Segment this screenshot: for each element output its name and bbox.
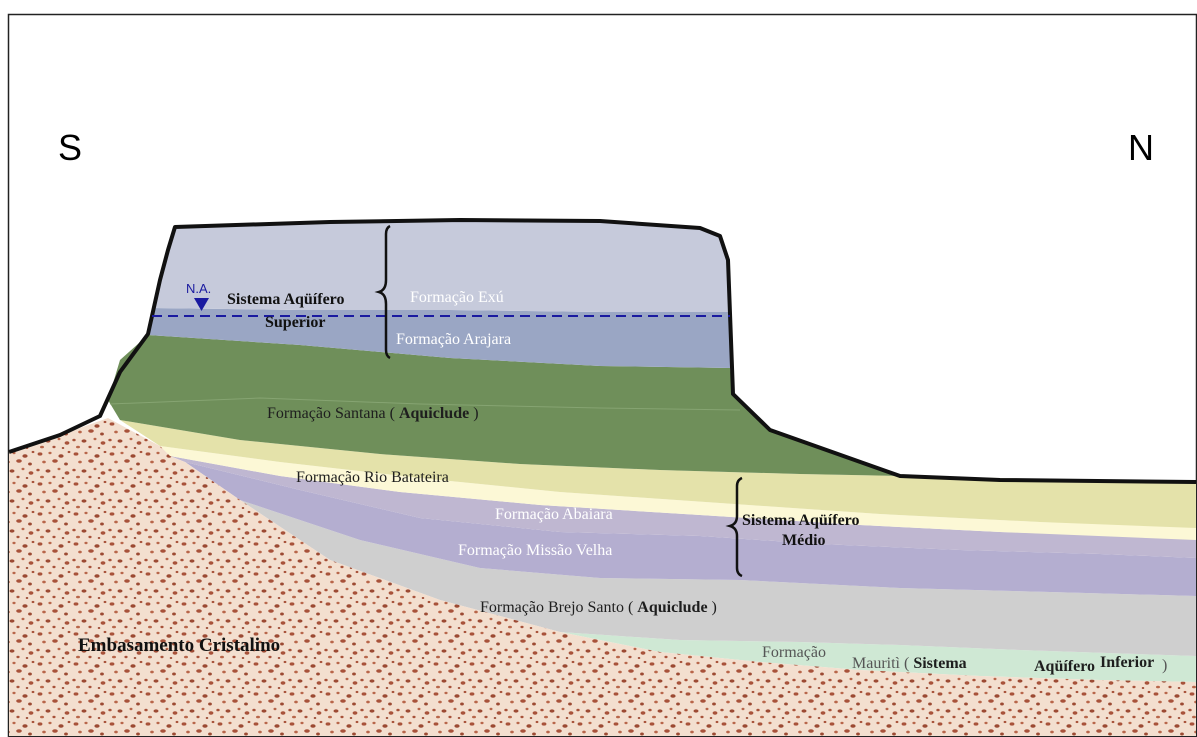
north-label: N — [1128, 127, 1154, 168]
medio-aquifer-line1: Sistema Aqüífero — [742, 512, 859, 529]
formation-santana-label: Formação Santana ( Aquiclude ) — [267, 405, 479, 422]
brejo-santo-name: Formação Brejo Santo ( — [480, 599, 633, 616]
superior-aquifer-line2: Superior — [265, 314, 325, 331]
brejo-santo-close: ) — [712, 599, 717, 616]
south-label: S — [58, 127, 82, 168]
formation-arajara-label: Formação Arajara — [396, 331, 511, 348]
mauriti-close: ) — [1162, 657, 1167, 674]
formation-mauriti-word1: Formação — [762, 644, 826, 661]
mauriti-note1: Sistema — [913, 655, 966, 672]
formation-missao-velha-label: Formação Missão Velha — [458, 542, 612, 559]
basement-label: Embasamento Cristalino — [78, 635, 280, 656]
santana-note: Aquiclude — [399, 405, 469, 422]
mauriti-name: Mauritì ( — [852, 655, 909, 672]
medio-aquifer-line2: Médio — [782, 532, 826, 549]
mauriti-note3: Inferior — [1100, 654, 1154, 671]
brejo-santo-note: Aquiclude — [637, 599, 707, 616]
water-table-label: N.A. — [186, 281, 211, 296]
formation-exu-label: Formação Exú — [410, 289, 504, 306]
santana-close: ) — [473, 405, 478, 422]
formation-abaiara-label: Formação Abaiara — [495, 506, 613, 523]
formation-rio-batateira-label: Formação Rio Batateira — [296, 469, 449, 486]
formation-brejo-santo-label: Formação Brejo Santo ( Aquiclude ) — [480, 599, 717, 616]
superior-aquifer-line1: Sistema Aqüífero — [227, 291, 344, 308]
formation-mauriti-label: Mauritì ( Sistema — [852, 655, 967, 672]
mauriti-note2: Aqüífero — [1034, 658, 1095, 675]
santana-name: Formação Santana ( — [267, 405, 395, 422]
